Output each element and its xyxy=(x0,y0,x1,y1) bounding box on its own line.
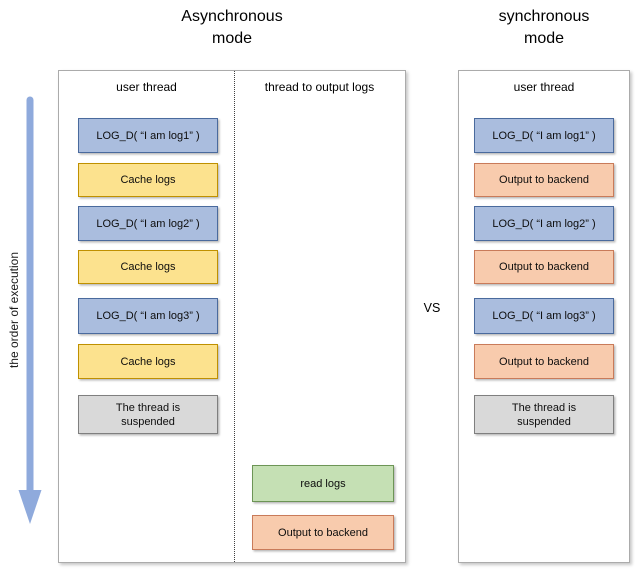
log-call-box: LOG_D( “I am log1” ) xyxy=(78,118,218,153)
output-backend-box: Output to backend xyxy=(252,515,394,550)
box-label: Output to backend xyxy=(499,355,589,368)
output-backend-box: Output to backend xyxy=(474,344,614,379)
async-mode-panel: user thread thread to output logs LOG_D(… xyxy=(58,70,406,563)
cache-logs-box: Cache logs xyxy=(78,163,218,197)
box-label: Output to backend xyxy=(499,261,589,273)
box-label: LOG_D( “I am log1” ) xyxy=(96,129,200,142)
thread-suspended-box: The thread is suspended xyxy=(474,395,614,434)
box-label: LOG_D( “I am log2” ) xyxy=(492,217,596,230)
box-label: LOG_D( “I am log1” ) xyxy=(492,129,596,142)
box-label: The thread is suspended xyxy=(511,401,577,428)
log-call-box: LOG_D( “I am log3” ) xyxy=(474,298,614,334)
output-backend-box: Output to backend xyxy=(474,250,614,284)
log-call-box: LOG_D( “I am log2” ) xyxy=(474,206,614,241)
box-label: Cache logs xyxy=(120,355,176,368)
vs-label: VS xyxy=(423,301,441,315)
sync-user-thread-header: user thread xyxy=(513,80,575,94)
box-label: The thread is suspended xyxy=(115,401,181,428)
box-label: Cache logs xyxy=(120,261,176,273)
box-label: Output to backend xyxy=(278,526,368,539)
box-label: LOG_D( “I am log3” ) xyxy=(492,310,596,322)
sync-mode-title: synchronous mode xyxy=(498,8,590,47)
box-label: LOG_D( “I am log3” ) xyxy=(96,310,200,322)
cache-logs-box: Cache logs xyxy=(78,250,218,284)
cache-logs-box: Cache logs xyxy=(78,344,218,379)
async-mode-title: Asynchronous mode xyxy=(181,8,283,47)
box-label: read logs xyxy=(300,477,346,490)
execution-order-label: the order of execution xyxy=(7,251,21,369)
execution-order-arrow-icon xyxy=(18,96,42,524)
box-label: LOG_D( “I am log2” ) xyxy=(96,217,200,230)
async-user-thread-header: user thread xyxy=(116,80,177,94)
output-backend-box: Output to backend xyxy=(474,163,614,197)
log-call-box: LOG_D( “I am log1” ) xyxy=(474,118,614,153)
thread-suspended-box: The thread is suspended xyxy=(78,395,218,434)
box-label: Cache logs xyxy=(120,174,176,186)
box-label: Output to backend xyxy=(499,174,589,186)
sync-mode-panel: user thread LOG_D( “I am log1” ) Output … xyxy=(458,70,630,563)
thread-divider-dotted-line xyxy=(234,71,235,562)
read-logs-box: read logs xyxy=(252,465,394,502)
async-output-thread-header: thread to output logs xyxy=(264,80,375,94)
log-call-box: LOG_D( “I am log2” ) xyxy=(78,206,218,241)
log-call-box: LOG_D( “I am log3” ) xyxy=(78,298,218,334)
